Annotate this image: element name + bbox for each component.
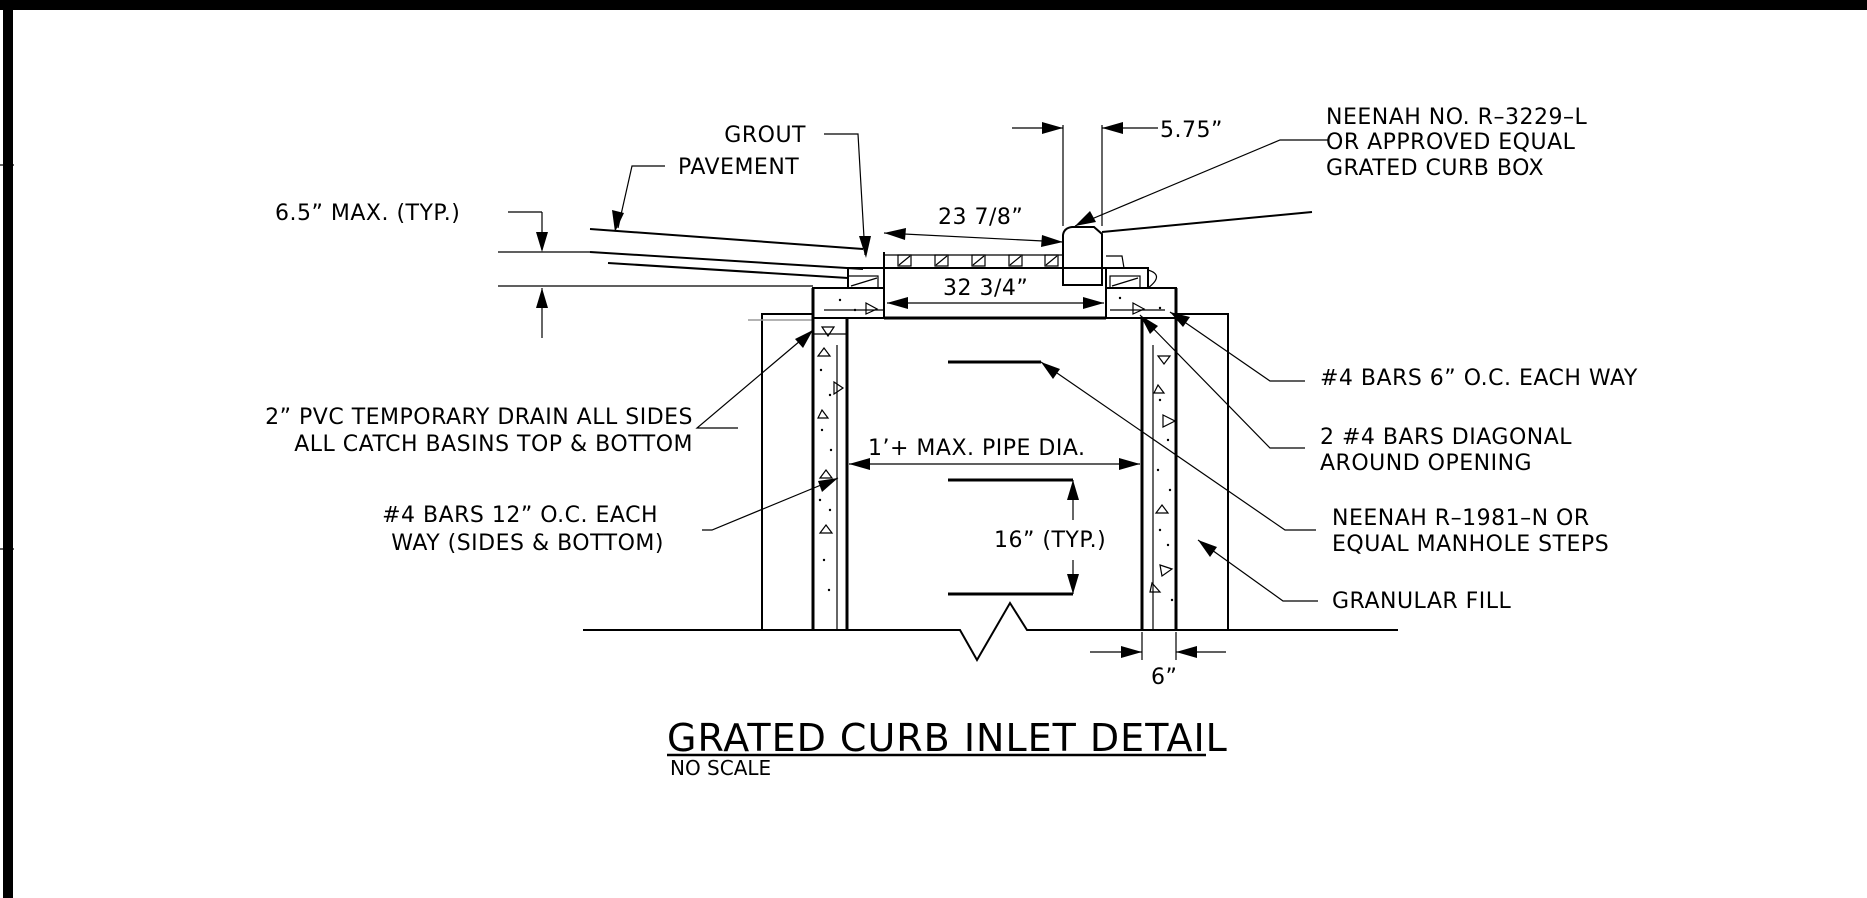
label-frame-width: 5.75” xyxy=(1160,118,1223,143)
label-opening-dim: 32 3/4” xyxy=(943,276,1028,301)
label-pipe-dia: 1’+ MAX. PIPE DIA. xyxy=(868,436,1086,461)
top-slab xyxy=(812,287,1177,320)
label-diag-bars-2: AROUND OPENING xyxy=(1320,451,1532,476)
label-neenah-box-1: NEENAH NO. R–3229–L xyxy=(1326,105,1587,130)
label-granular-fill: GRANULAR FILL xyxy=(1332,589,1512,614)
curb-box xyxy=(1062,211,1313,286)
label-max-height: 6.5” MAX. (TYP.) xyxy=(275,201,460,226)
annotations: GROUT PAVEMENT 6.5” MAX. (TYP.) 5.75” NE… xyxy=(265,105,1638,690)
granular-fill-boundary xyxy=(748,313,1229,630)
page-subtitle: NO SCALE xyxy=(670,756,771,780)
grate-bars xyxy=(850,254,1139,287)
ground-line xyxy=(583,601,1398,663)
manhole-steps xyxy=(948,360,1073,596)
label-neenah-box-2: OR APPROVED EQUAL xyxy=(1326,130,1576,155)
label-steps-spacing: 16” (TYP.) xyxy=(994,528,1106,553)
label-pavement: PAVEMENT xyxy=(678,155,799,180)
label-pvc-drain-1: 2” PVC TEMPORARY DRAIN ALL SIDES xyxy=(265,405,693,430)
label-pvc-drain-2: ALL CATCH BASINS TOP & BOTTOM xyxy=(294,432,693,457)
label-grate-dim: 23 7/8” xyxy=(938,205,1023,230)
label-steps-1: NEENAH R–1981–N OR xyxy=(1332,506,1590,531)
pavement-lines xyxy=(589,228,864,279)
right-wall xyxy=(1140,288,1178,630)
label-neenah-box-3: GRATED CURB BOX xyxy=(1326,156,1544,181)
page-title: GRATED CURB INLET DETAIL xyxy=(667,716,1228,760)
title-block: GRATED CURB INLET DETAIL NO SCALE xyxy=(667,716,1228,780)
left-wall xyxy=(811,288,849,630)
label-wall-thickness: 6” xyxy=(1151,665,1177,690)
label-grout: GROUT xyxy=(724,123,806,148)
label-steps-2: EQUAL MANHOLE STEPS xyxy=(1332,532,1609,557)
label-bars-12-1: #4 BARS 12” O.C. EACH xyxy=(382,503,658,528)
dimension-lines xyxy=(498,122,1226,660)
leader-lines xyxy=(612,133,1328,602)
label-bars-6: #4 BARS 6” O.C. EACH WAY xyxy=(1320,366,1638,391)
label-diag-bars-1: 2 #4 BARS DIAGONAL xyxy=(1320,425,1572,450)
label-bars-12-2: WAY (SIDES & BOTTOM) xyxy=(391,531,664,556)
